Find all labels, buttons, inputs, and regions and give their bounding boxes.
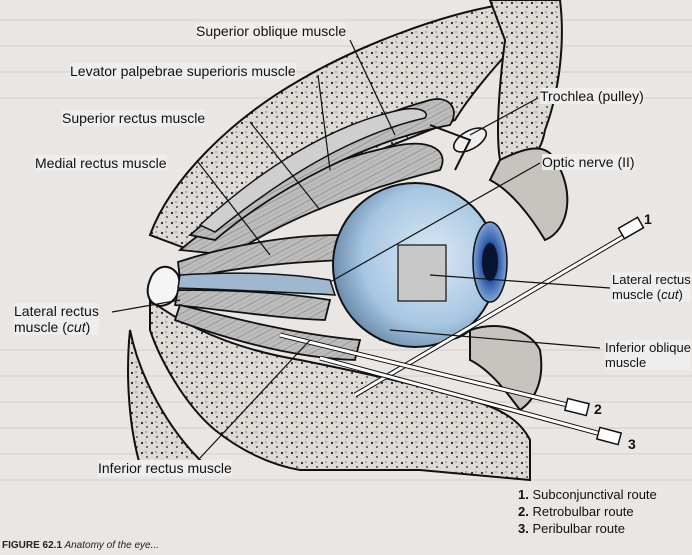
frontal-bone [490, 0, 562, 164]
label-lateral-rectus-left-line2: muscle (cut) [14, 319, 99, 335]
label-inferior-oblique: Inferior oblique muscle [605, 340, 691, 370]
label-levator: Levator palpebrae superioris muscle [70, 63, 296, 79]
legend-item: 3. Peribulbar route [518, 520, 657, 537]
needle-number-3: 3 [628, 436, 636, 452]
lateral-rectus-stump [398, 245, 446, 301]
figure-caption: FIGURE 62.1 Anatomy of the eye... [2, 540, 159, 551]
label-optic-nerve: Optic nerve (II) [542, 154, 635, 170]
legend-item: 2. Retrobulbar route [518, 503, 657, 520]
needle-number-1: 1 [644, 211, 652, 227]
label-inferior-rectus: Inferior rectus muscle [98, 460, 232, 476]
label-lateral-rectus-right-line1: Lateral rectus [612, 272, 691, 287]
label-medial-rectus: Medial rectus muscle [35, 155, 167, 171]
legend-item: 1. Subconjunctival route [518, 486, 657, 503]
route-legend: 1. Subconjunctival route 2. Retrobulbar … [518, 486, 657, 537]
orbital-apex [148, 267, 180, 306]
iris [473, 222, 507, 302]
label-inferior-oblique-line1: Inferior oblique [605, 340, 691, 355]
label-superior-oblique: Superior oblique muscle [196, 23, 346, 39]
label-trochlea: Trochlea (pulley) [540, 88, 644, 104]
label-lateral-rectus-left: Lateral rectus muscle (cut) [14, 303, 99, 335]
needle-number-2: 2 [594, 401, 602, 417]
label-inferior-oblique-line2: muscle [605, 355, 691, 370]
label-lateral-rectus-right-line2: muscle (cut) [612, 287, 691, 302]
label-lateral-rectus-right: Lateral rectus muscle (cut) [612, 272, 691, 302]
label-superior-rectus: Superior rectus muscle [62, 110, 205, 126]
label-lateral-rectus-left-line1: Lateral rectus [14, 303, 99, 319]
